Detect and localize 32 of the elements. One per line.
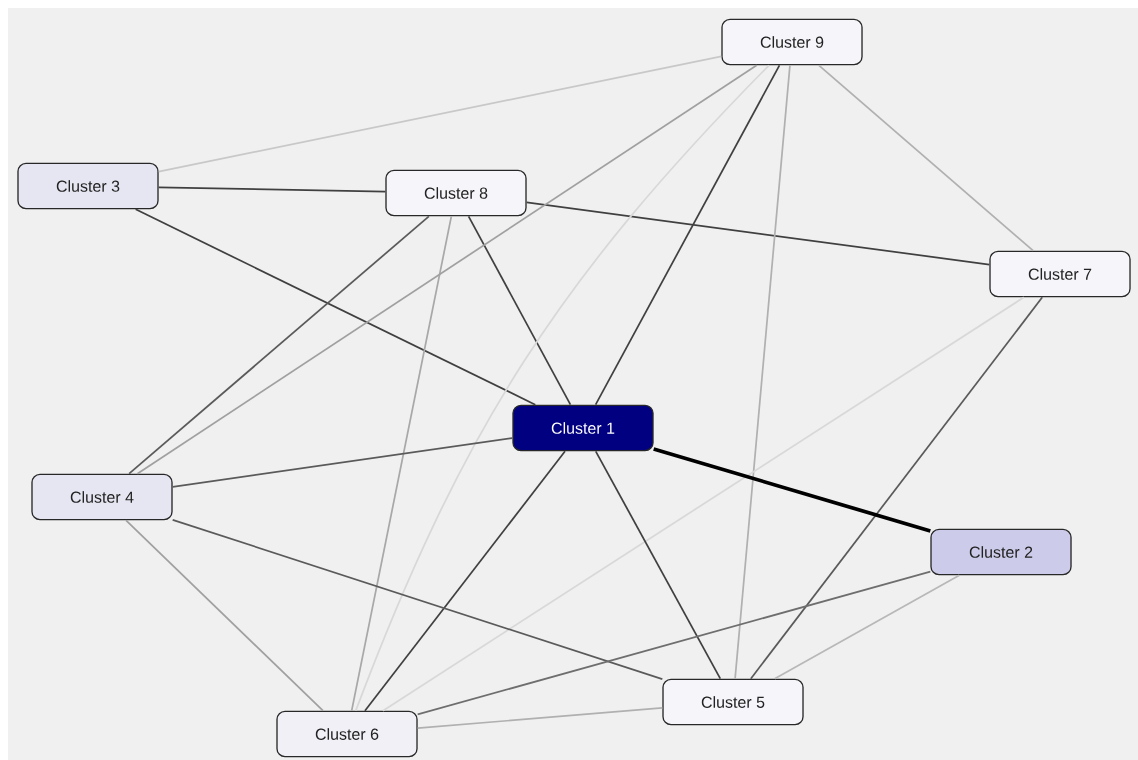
connector-line (171, 518, 664, 680)
connector-line (416, 570, 932, 716)
connector-line (157, 55, 723, 173)
connector-line (134, 208, 537, 406)
connector-line (350, 215, 453, 712)
cluster-box: Cluster 9 (721, 18, 863, 66)
cluster-box: Cluster 1 (512, 404, 654, 452)
connector-line (416, 707, 664, 729)
connector-line (136, 64, 758, 475)
connector-line (157, 186, 387, 193)
connector-line (525, 201, 991, 266)
connector-line (653, 447, 931, 533)
cluster-box: Cluster 7 (989, 250, 1131, 298)
cluster-box: Cluster 4 (31, 473, 173, 521)
connector-line (734, 64, 791, 680)
connector-line (128, 215, 430, 475)
connector-line (171, 437, 514, 488)
connector-line (773, 574, 961, 680)
cluster-box: Cluster 2 (930, 528, 1072, 576)
connector-line (749, 296, 1044, 680)
connector-line (354, 64, 770, 712)
connector-line (125, 519, 324, 712)
connector-line (818, 64, 1034, 252)
cluster-box: Cluster 3 (17, 162, 159, 210)
connector-line (467, 215, 572, 406)
connector-line (364, 450, 566, 712)
cluster-box: Cluster 8 (385, 169, 527, 217)
connector-line (594, 64, 781, 406)
connector-line (594, 450, 722, 680)
cluster-box: Cluster 5 (662, 678, 804, 726)
connector-line (382, 296, 1025, 712)
cluster-box: Cluster 6 (276, 710, 418, 758)
